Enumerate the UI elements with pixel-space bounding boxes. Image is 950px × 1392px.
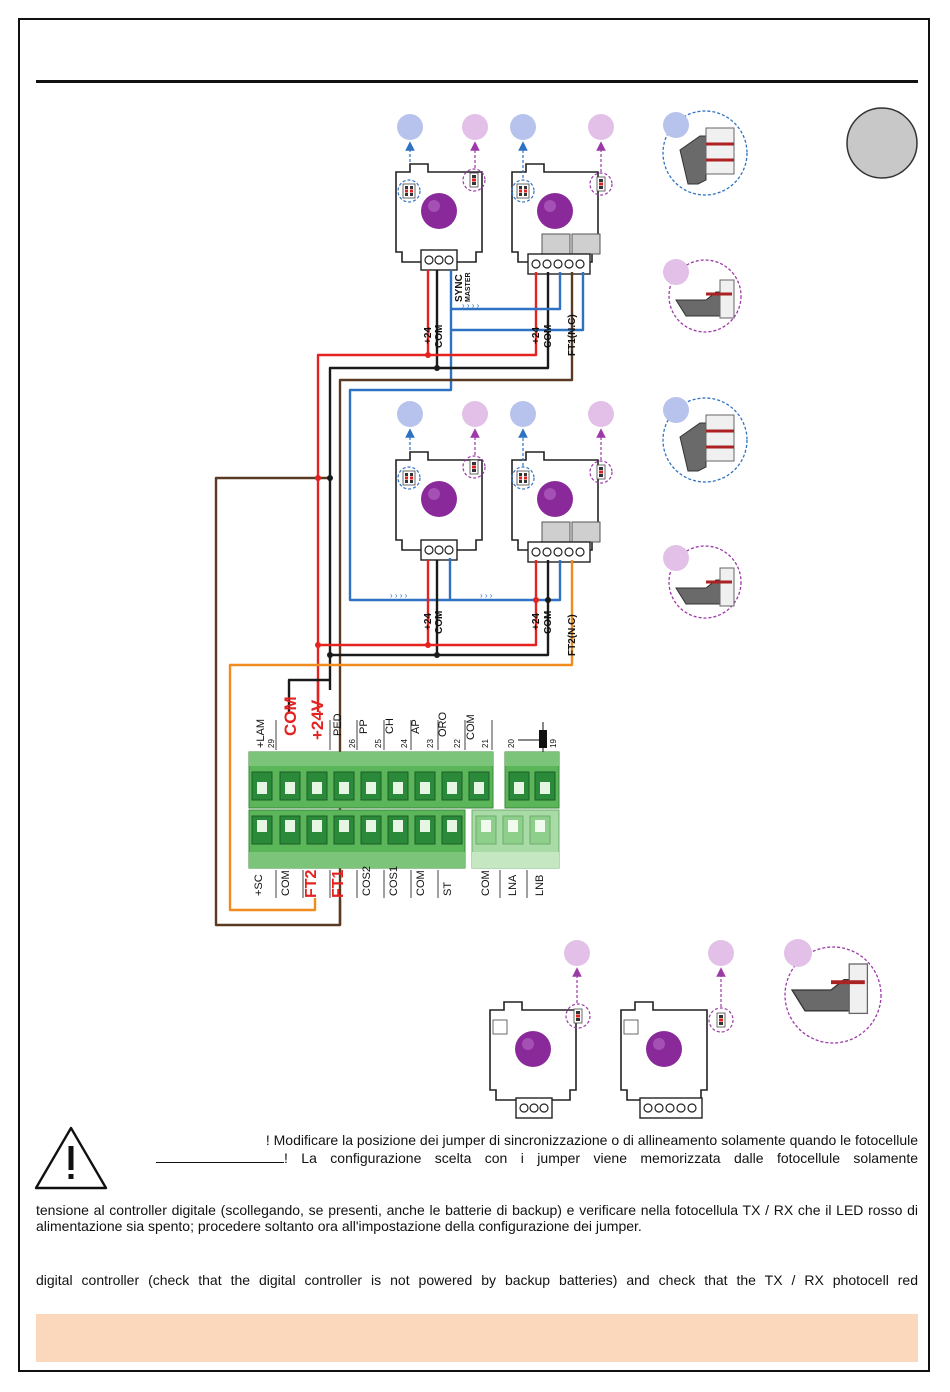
term-top-label-5: CH [384,718,396,734]
italian-instructions: tensione al controller digitale (scolleg… [36,1202,918,1234]
sync-indicators-middle [397,401,614,466]
term-top-label-1: COM [281,696,300,736]
term-top-num-20: 20 [507,739,516,748]
warning-line-2-text: ! La configurazione scelta con i jumper … [284,1150,918,1166]
svg-text:› › › ›: › › › › [390,591,408,600]
term-top-label-7: ORO [437,712,449,738]
photocell-tx-bottom [620,940,734,1119]
photocell-tx-top [511,163,613,275]
signal-arrows: › › › › › › › › › › › [390,301,493,600]
warning-triangle-icon [34,1126,108,1190]
terminal-dividers [275,720,528,898]
term-bottom-label-10: LNB [534,875,546,896]
jumper-sync-detail-1 [662,110,748,196]
term-top-num-3: 26 [348,739,357,748]
page-frame [18,18,930,1372]
term-bottom-label-2: FT2 [303,869,320,898]
term-top-num-0: 29 [267,739,276,748]
terminal-labels-top: +LAM 29 COM +24V PED 26 PP 25 CH 24 AP 2… [255,696,558,748]
svg-text:› › › ›: › › › › [462,301,480,310]
term-top-label-3: PED [332,713,344,736]
warning-line-1: ! Modificare la posizione dei jumper di … [265,1132,918,1148]
label-p24-mid-tx: +24 [531,613,542,630]
control-board-terminals [248,722,560,869]
photocell-rx-top [395,163,486,271]
section-badge [846,107,918,179]
term-bottom-label-5: COS1 [388,866,400,896]
term-top-label-6: AP [410,719,422,734]
jumper-sync-detail-2 [662,397,748,483]
label-p24-top-rx: +24 [423,327,434,344]
note-bar [36,1314,918,1362]
term-bottom-label-3: FT1 [330,869,347,898]
label-com-mid-rx: COM [434,611,445,634]
term-bottom-label-8: COM [480,870,492,896]
label-sync: SYNC [454,274,465,302]
term-top-num-19: 19 [549,739,558,748]
term-top-num-7: 22 [453,739,462,748]
term-top-label-8: COM [465,714,477,740]
term-bottom-label-4: COS2 [361,866,373,896]
term-top-num-6: 23 [426,739,435,748]
term-bottom-label-9: LNA [507,874,519,896]
label-ft1nc: FT1(N.C) [567,314,578,356]
header-rule [36,80,918,83]
jumper-align-detail-1 [663,259,742,333]
term-top-label-4: PP [358,719,370,734]
label-p24-mid-rx: +24 [423,613,434,630]
term-top-num-8: 21 [481,739,490,748]
photocell-rx-middle [395,451,486,561]
label-com-top-tx: COM [543,325,554,348]
photocell-rx-bottom [489,940,591,1119]
sync-indicators-top [397,114,614,178]
warning-line-2: ! La configurazione scelta con i jumper … [156,1150,918,1166]
jumper-align-detail-3 [784,939,882,1044]
label-com-top-rx: COM [434,325,445,348]
jumper-align-detail-2 [663,545,742,619]
term-bottom-label-0: +SC [253,874,265,896]
label-ft2nc: FT2(N.C) [567,614,578,656]
term-top-num-5: 24 [400,739,409,748]
term-bottom-label-6: COM [415,870,427,896]
term-bottom-label-7: ST [442,882,454,896]
wire-junctions [315,352,551,658]
term-top-num-4: 25 [374,739,383,748]
label-master: MASTER [465,272,472,302]
term-top-label-2: +24V [308,699,327,740]
term-top-label-0: +LAM [255,719,267,748]
svg-text:› › ›: › › › [480,591,493,600]
label-p24-top-tx: +24 [531,327,542,344]
blank-line [156,1150,284,1163]
wire-labels: +24 COM SYNC MASTER +24 COM FT1(N.C) +24… [423,272,578,656]
label-com-mid-tx: COM [543,611,554,634]
photocell-tx-middle [511,451,613,563]
term-bottom-label-1: COM [280,870,292,896]
terminal-labels-bottom: +SC COM FT2 FT1 COS2 COS1 COM ST COM LNA… [253,866,546,898]
english-instructions: digital controller (check that the digit… [36,1272,918,1288]
